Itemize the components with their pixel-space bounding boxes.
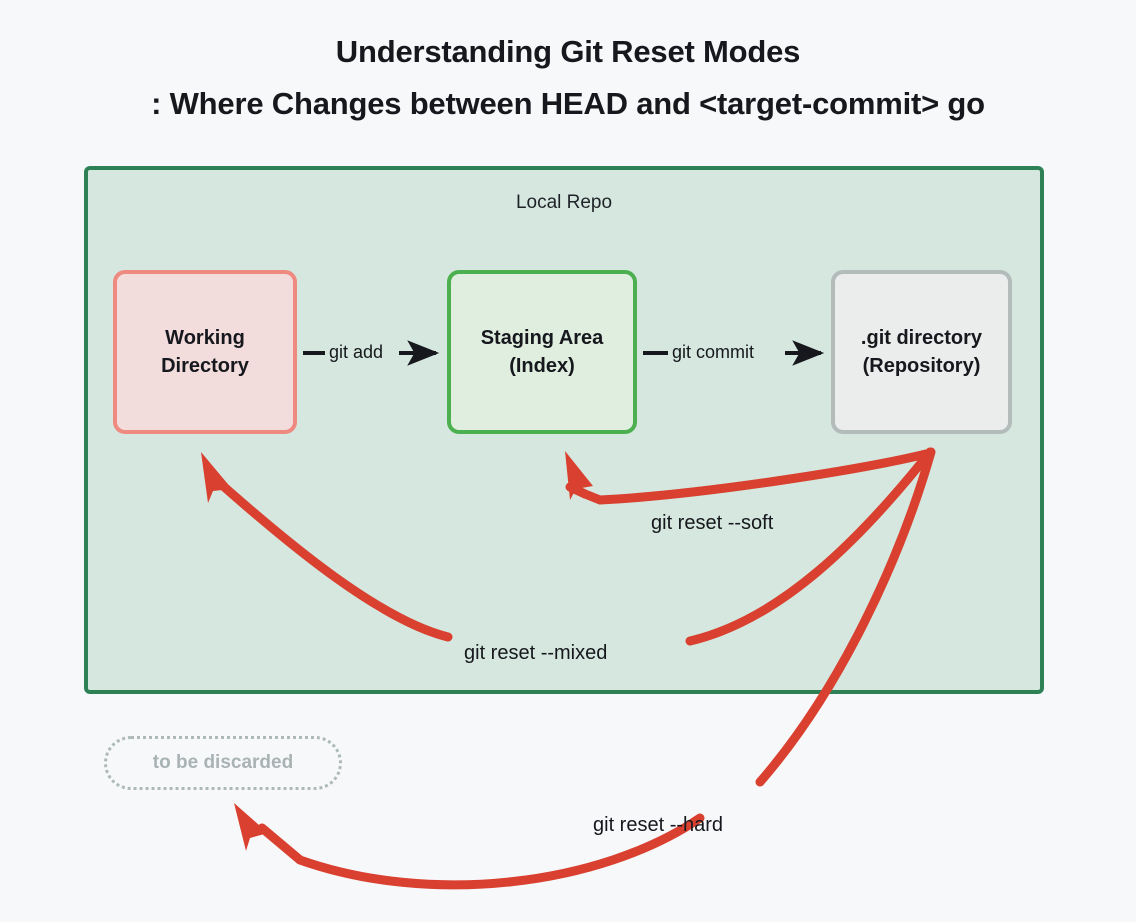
- edge-label-git-reset-soft: git reset --soft: [651, 512, 774, 534]
- discarded-label: to be discarded: [152, 752, 294, 773]
- title-line-secondary: : Where Changes between HEAD and <target…: [151, 86, 985, 121]
- edge-label-git-reset-hard: git reset --hard: [593, 814, 724, 836]
- title-line-primary: Understanding Git Reset Modes: [335, 34, 801, 69]
- working-directory-label-line2: Directory: [161, 355, 249, 377]
- edge-label-git-commit: git commit: [672, 342, 755, 362]
- edge-label-git-add: git add: [329, 342, 384, 362]
- staging-area-label-line2: (Index): [509, 355, 575, 377]
- local-repo-label: Local Repo: [515, 192, 613, 213]
- edge-label-git-reset-mixed: git reset --mixed: [464, 642, 608, 664]
- git-directory-label-line1: .git directory: [860, 327, 983, 349]
- stage-box-working-directory[interactable]: Working Directory: [113, 270, 297, 434]
- discarded-bucket: to be discarded: [104, 736, 342, 790]
- working-directory-label-line1: Working: [165, 327, 245, 349]
- staging-area-label-line1: Staging Area: [480, 327, 604, 349]
- git-directory-label-line2: (Repository): [862, 355, 981, 377]
- stage-box-staging-area[interactable]: Staging Area (Index): [447, 270, 637, 434]
- stage-box-git-directory[interactable]: .git directory (Repository): [831, 270, 1012, 434]
- page-title: Understanding Git Reset Modes : Where Ch…: [0, 26, 1136, 130]
